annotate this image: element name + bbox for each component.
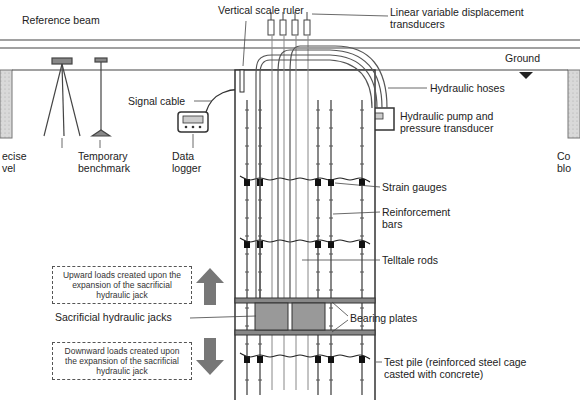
part-label: Sacrificial hydraulic jacks	[55, 311, 172, 323]
note-box: Downward loads created upon the expansio…	[52, 342, 192, 380]
part-label: Telltale rods	[382, 254, 438, 266]
part-label: ecise vel	[2, 150, 30, 174]
part-label: Hydraulic hoses	[430, 82, 505, 94]
part-label: Reference beam	[22, 14, 100, 26]
part-label: Co blo	[557, 150, 577, 174]
part-label: Bearing plates	[350, 312, 417, 324]
part-label: Temporary benchmark	[78, 150, 148, 174]
part-label: Data logger	[172, 150, 222, 174]
part-label: Test pile (reinforced steel cage casted …	[384, 356, 544, 380]
note-text: Upward loads created upon the expansion …	[58, 270, 186, 300]
part-label: Signal cable	[128, 95, 185, 107]
part-label: Hydraulic pump and pressure transducer	[400, 110, 530, 134]
note-text: Downward loads created upon the expansio…	[58, 346, 186, 376]
part-label: Reinforcement bars	[382, 206, 452, 230]
part-label: Linear variable displacement transducers	[390, 6, 540, 30]
part-label: Ground	[505, 52, 540, 64]
note-box: Upward loads created upon the expansion …	[52, 266, 192, 304]
part-label: Strain gauges	[382, 181, 447, 193]
part-label: Vertical scale ruler	[218, 4, 304, 16]
